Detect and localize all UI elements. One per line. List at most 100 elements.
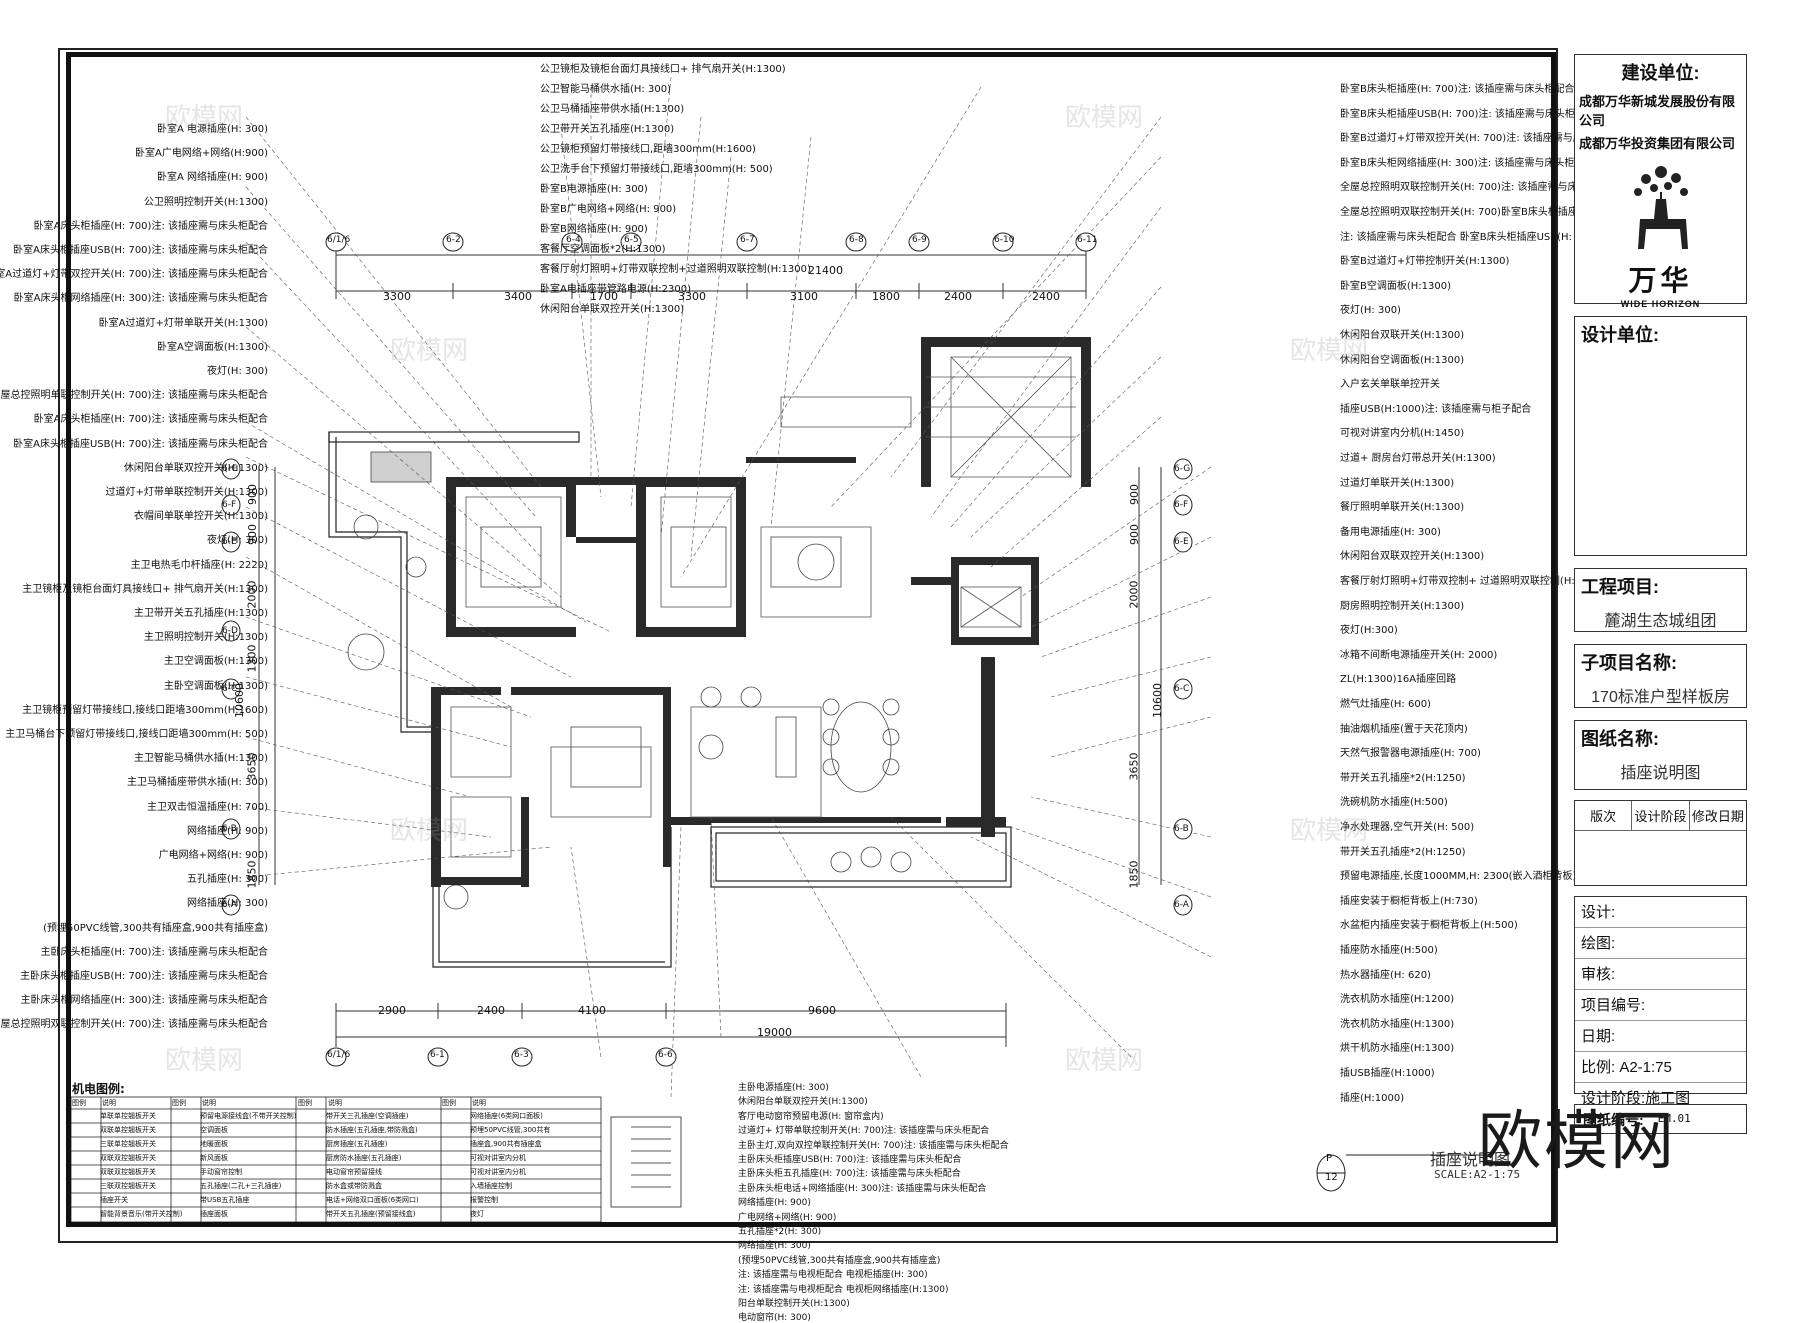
annotation-note: 过道+ 厨房台灯带总开关(H:1300): [1340, 453, 1496, 464]
bottom-dim-2: 2400: [477, 1004, 505, 1017]
right-dim-2: 900: [1128, 524, 1141, 545]
meta-panel: 设计: 绘图: 审核: 项目编号: 日期: 比例: A2-1:75 设计阶段:施…: [1574, 896, 1747, 1107]
meta-project-number: 项目编号:: [1575, 990, 1746, 1021]
annotation-note: 带开关五孔插座*2(H:1250): [1340, 772, 1466, 784]
annotation-note: 夜灯(H: 300): [207, 535, 268, 547]
faint-watermark: 欧模网: [390, 336, 469, 366]
annotation-note: 夜灯(H: 300): [207, 366, 268, 377]
grid-label-right-2: 6-F: [1174, 500, 1189, 510]
legend-item: 网络插座(6类网口面板): [470, 1112, 543, 1120]
grid-label-bottom-4: 6-6: [658, 1050, 673, 1060]
top-dim-8: 2400: [1032, 290, 1060, 303]
annotation-note: 卧室B广电网络+网络(H: 900): [540, 204, 677, 215]
top-dim-1: 3300: [383, 290, 411, 303]
client-company-2: 成都万华投资集团有限公司: [1579, 136, 1736, 151]
floor-plan-drawing: [71, 57, 1551, 1222]
drawing-frame: [66, 52, 1556, 1227]
grid-label-top-9: 6-11: [1077, 235, 1098, 245]
annotation-note: 公卫智能马桶供水插(H: 300): [540, 84, 671, 95]
annotation-note: 天然气报警器电源插座(H: 700): [1340, 748, 1481, 760]
annotation-note: 公卫马桶插座带供水插(H:1300): [540, 104, 685, 115]
legend-item: 插座盒,900共有插座盒: [470, 1140, 542, 1148]
meta-designer: 设计:: [1575, 897, 1746, 928]
leader-lines: [245, 76, 1212, 1098]
annotation-note: 洗衣机防水插座(H:1200): [1340, 994, 1455, 1006]
grid-label-top-1: 6/1/6: [327, 235, 351, 245]
meta-date: 日期:: [1575, 1021, 1746, 1052]
sheet-scale: SCALE:A2-1:75: [1434, 1168, 1521, 1181]
balcony-outlines: [328, 431, 1012, 968]
annotation-note: 卧室A床头柜插座(H: 700)注: 该插座需与床头柜配合: [33, 220, 268, 232]
annotation-note: 卧室A过道灯+灯带单联开关(H:1300): [98, 317, 268, 329]
top-dim-3: 1700: [590, 290, 618, 303]
grid-label-top-3: 6-4: [566, 235, 581, 245]
legend-item: 可视对讲室内分机: [470, 1168, 526, 1176]
legend-item: 防水插座(五孔插座,带防溅盒): [326, 1126, 418, 1134]
annotation-note: 燃气灶插座(H: 600): [1340, 699, 1431, 710]
subproject-label: 子项目名称:: [1581, 653, 1677, 673]
annotation-note: 主卫带开关五孔插座(H:1300): [133, 608, 268, 619]
drawing-number-panel: 图纸编号: EM.01: [1574, 1104, 1747, 1134]
annotation-note: 广电网络+网络(H: 900): [158, 850, 268, 861]
annotation-note: 带开关五孔插座*2(H:1250): [1340, 846, 1466, 858]
annotation-note: 客餐厅射灯照明+灯带双控制+ 过道照明双联控制(H:1300): [1340, 576, 1605, 587]
annotation-note: 烘干机防水插座(H:1300): [1340, 1043, 1455, 1055]
annotation-note: 五孔插座(H: 300): [187, 874, 268, 886]
bottom-dim-4: 9600: [808, 1004, 836, 1017]
annotation-note: 卧室B空调面板(H:1300): [1340, 280, 1452, 292]
annotation-note: 电动窗帘(H: 300): [738, 1313, 811, 1323]
annotation-note: 注: 该插座需与电视柜配合 电视柜网络插座(H:1300): [738, 1284, 949, 1295]
revision-header-date: 修改日期: [1691, 809, 1744, 824]
bottom-dim-1: 2900: [378, 1004, 406, 1017]
annotation-note: 休闲阳台空调面板(H:1300): [1340, 354, 1465, 366]
grid-label-right-6: 6-A: [1174, 900, 1189, 910]
annotation-note: 插座USB(H:1000)注: 该插座需与柜子配合: [1340, 403, 1532, 415]
legend-item: 防水盒或带防溅盒: [326, 1182, 382, 1190]
annotation-note: 主卫马桶插座带供水插(H: 300): [127, 777, 268, 789]
annotation-note: 客餐厅空调面板*2(H:1300): [540, 244, 666, 255]
annotation-note: 主卧电源插座(H: 300): [738, 1083, 829, 1093]
meta-scale: 比例: A2-1:75: [1575, 1052, 1746, 1083]
annotation-note: 公卫镜柜预留灯带接线口,距墙300mm(H:1600): [540, 144, 756, 155]
grid-label-top-6: 6-8: [849, 235, 864, 245]
annotation-note: 阳台单联控制开关(H:1300): [738, 1299, 850, 1309]
revision-panel: 版次 设计阶段 修改日期: [1574, 800, 1747, 886]
left-dimension-lines: [258, 467, 276, 885]
top-dim-7: 2400: [944, 290, 972, 303]
faint-watermark: 欧模网: [1065, 1046, 1144, 1076]
sheet-marker-bottom: 12: [1325, 1172, 1338, 1183]
grid-label-left-4: 6-D: [222, 626, 238, 636]
revision-header-stage: 设计阶段: [1632, 801, 1690, 830]
annotation-note: 网络插座(H: 300): [187, 898, 268, 910]
annotation-note: 洗碗机防水插座(H:500): [1340, 797, 1448, 809]
annotation-note: 注: 该插座需与电视柜配合 电视柜插座(H: 300): [738, 1270, 928, 1281]
annotation-note: 热水器插座(H: 620): [1340, 969, 1431, 981]
right-dim-4: 3650: [1127, 752, 1141, 781]
watermark-logo: 欧模网: [1478, 1105, 1676, 1179]
legend-item: 电动窗帘预留接线: [326, 1168, 382, 1176]
annotation-note: 插座防水插座(H:500): [1340, 945, 1438, 956]
annotation-note: 主卫空调面板(H:1300): [163, 656, 268, 668]
floor-plan-svg: [71, 76, 1491, 1222]
annotation-note: 网络插座(H: 900): [738, 1198, 811, 1209]
annotation-note: (预埋50PVC线管,300共有插座盒,900共有插座盒): [43, 922, 268, 934]
legend-item: 预埋50PVC线管,300共有: [470, 1126, 551, 1134]
legend-item: 新风面板: [200, 1154, 228, 1162]
legend-header: 说明: [102, 1099, 116, 1107]
annotation-note: 卧室A 电源插座(H: 300): [157, 124, 268, 135]
annotation-note: 卧室A床头柜插座(H: 700)注: 该插座需与床头柜配合: [33, 414, 268, 426]
annotation-note: 公卫带开关五孔插座(H:1300): [540, 124, 675, 135]
client-company-1: 成都万华新城发展股份有限公司: [1579, 94, 1736, 128]
annotation-note: 客厅电动窗帘预留电源(H: 窗帘盒内): [738, 1111, 884, 1122]
legend-header: 图例: [72, 1099, 86, 1107]
annotation-note: 预留电源插座,长度1000MM,H: 2300(嵌入酒柜背板): [1340, 871, 1577, 883]
annotation-note: 卧室B床头柜插座USB(H: 700)注: 该插座需与床头柜配合: [1340, 108, 1595, 120]
annotation-note: 冰箱不间断电源插座开关(H: 2000): [1340, 649, 1498, 661]
annotation-note: 卧室A广电网络+网络(H:900): [135, 148, 268, 160]
annotation-note: (预埋50PVC线管,300共有插座盒,900共有插座盒): [738, 1255, 941, 1266]
bottom-total-dimension: 19000: [757, 1026, 792, 1039]
annotation-note: 客餐厅射灯照明+灯带双联控制+过道照明双联控制(H:1300): [540, 264, 811, 275]
annotation-note: 插USB插座(H:1000): [1340, 1068, 1435, 1079]
top-dim-2: 3400: [504, 290, 532, 303]
annotation-note: 备用电源插座(H: 300): [1340, 526, 1441, 538]
